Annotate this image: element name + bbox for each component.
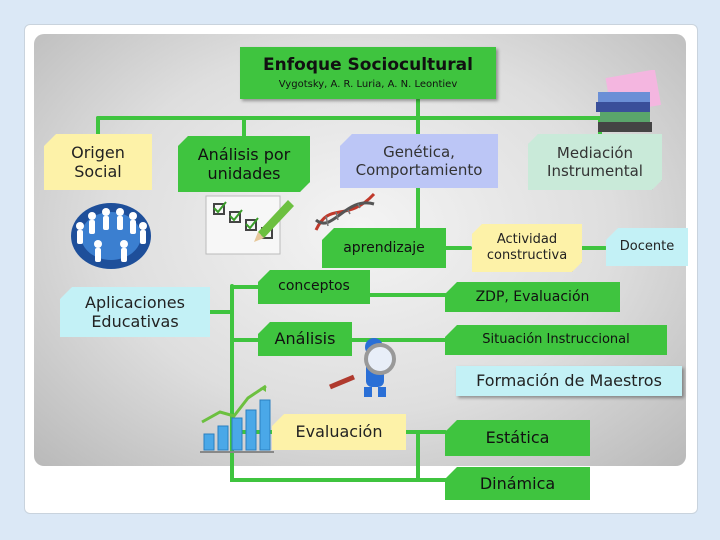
aplicaciones-label: Aplicaciones Educativas [85, 292, 185, 331]
magnifier-icon [329, 338, 396, 397]
aplicaciones-box: Aplicaciones Educativas [60, 287, 210, 337]
analisis-label: Análisis [274, 329, 336, 349]
zdp-box: ZDP, Evaluación [445, 282, 620, 312]
mediacion-box: Mediación Instrumental [528, 134, 662, 190]
docente-label: Docente [619, 239, 675, 255]
actividad-label: Actividad constructiva [486, 232, 568, 263]
situacion-label: Situación Instruccional [482, 332, 630, 348]
analisis-box: Análisis [258, 322, 352, 356]
analisis-unidades-label: Análisis por unidades [197, 144, 291, 183]
books-icon [596, 70, 662, 132]
estatica-label: Estática [485, 428, 550, 448]
mediacion-label: Mediación Instrumental [547, 144, 643, 180]
bar-chart-icon [200, 384, 274, 453]
origen-social-box: Origen Social [44, 134, 152, 190]
zdp-label: ZDP, Evaluación [475, 288, 590, 305]
aprendizaje-box: aprendizaje [322, 228, 446, 268]
subtitle-text: Vygotsky, A. R. Luria, A. N. Leontiev [278, 79, 458, 91]
conceptos-box: conceptos [258, 270, 370, 304]
estatica-box: Estática [445, 420, 590, 456]
docente-box: Docente [606, 228, 688, 266]
aprendizaje-label: aprendizaje [343, 239, 425, 256]
title-box: Enfoque Sociocultural Vygotsky, A. R. Lu… [240, 47, 496, 99]
origen-social-label: Origen Social [71, 142, 125, 181]
dinamica-label: Dinámica [479, 473, 556, 493]
connector-trunk [230, 284, 482, 482]
evaluacion-label: Evaluación [295, 422, 383, 442]
dna-icon [314, 192, 376, 231]
checklist-icon [205, 195, 294, 255]
title-text: Enfoque Sociocultural [263, 54, 473, 75]
formacion-label: Formación de Maestros [476, 371, 662, 391]
evaluacion-box: Evaluación [272, 414, 406, 450]
people-globe-icon [71, 203, 151, 269]
actividad-box: Actividad constructiva [472, 224, 582, 272]
formacion-box: Formación de Maestros [456, 366, 682, 396]
conceptos-label: conceptos [278, 278, 350, 294]
genetica-label: Genética, Comportamiento [355, 143, 483, 179]
genetica-box: Genética, Comportamiento [340, 134, 498, 188]
situacion-box: Situación Instruccional [445, 325, 667, 355]
analisis-unidades-box: Análisis por unidades [178, 136, 310, 192]
dinamica-box: Dinámica [445, 467, 590, 500]
